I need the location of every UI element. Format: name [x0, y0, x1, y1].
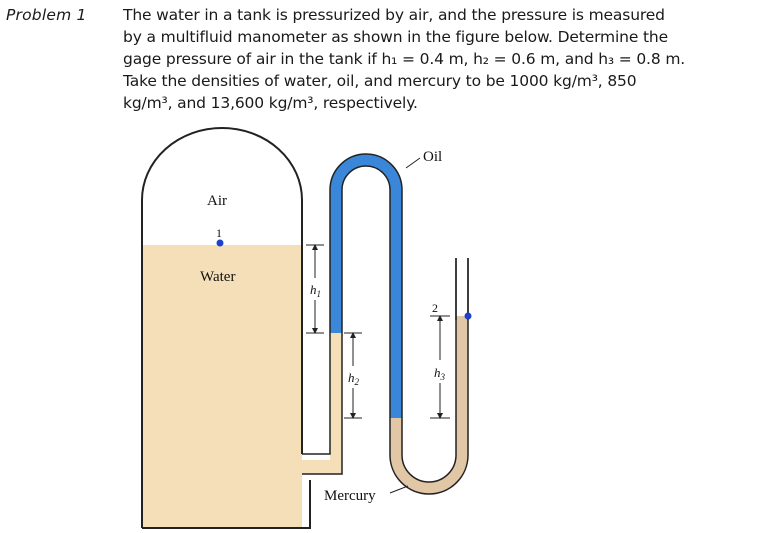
mercury-leader	[389, 485, 409, 494]
h2-label: h2	[348, 370, 360, 387]
h3-label: h3	[434, 365, 446, 382]
riser-water	[330, 333, 342, 474]
problem-label: Problem 1	[6, 6, 87, 24]
statement-line: The water in a tank is pressurized by ai…	[123, 6, 665, 24]
oil-column	[330, 154, 402, 418]
problem-statement: The water in a tank is pressurized by ai…	[123, 4, 755, 114]
tank-bottom	[142, 480, 311, 529]
point-1-marker	[216, 239, 224, 247]
oil-label: Oil	[423, 149, 442, 165]
tank-outline	[141, 127, 303, 528]
point-2-label: 2	[432, 301, 438, 315]
statement-line: kg/m³, and 13,600 kg/m³, respectively.	[123, 94, 418, 112]
h1-label: h1	[310, 282, 321, 299]
tank-water	[142, 245, 302, 528]
tube-outline-inner	[302, 165, 469, 495]
water-label: Water	[200, 269, 235, 285]
point-1-label: 1	[216, 226, 222, 240]
statement-line: by a multifluid manometer as shown in th…	[123, 28, 668, 46]
mercury-column	[390, 316, 468, 494]
oil-leader	[405, 157, 421, 169]
air-label: Air	[207, 193, 227, 209]
statement-line: Take the densities of water, oil, and me…	[123, 72, 637, 90]
mercury-label: Mercury	[324, 488, 376, 504]
tube-outline-outer	[302, 153, 457, 483]
point-2-marker	[464, 312, 472, 320]
statement-line: gage pressure of air in the tank if h₁ =…	[123, 50, 686, 68]
